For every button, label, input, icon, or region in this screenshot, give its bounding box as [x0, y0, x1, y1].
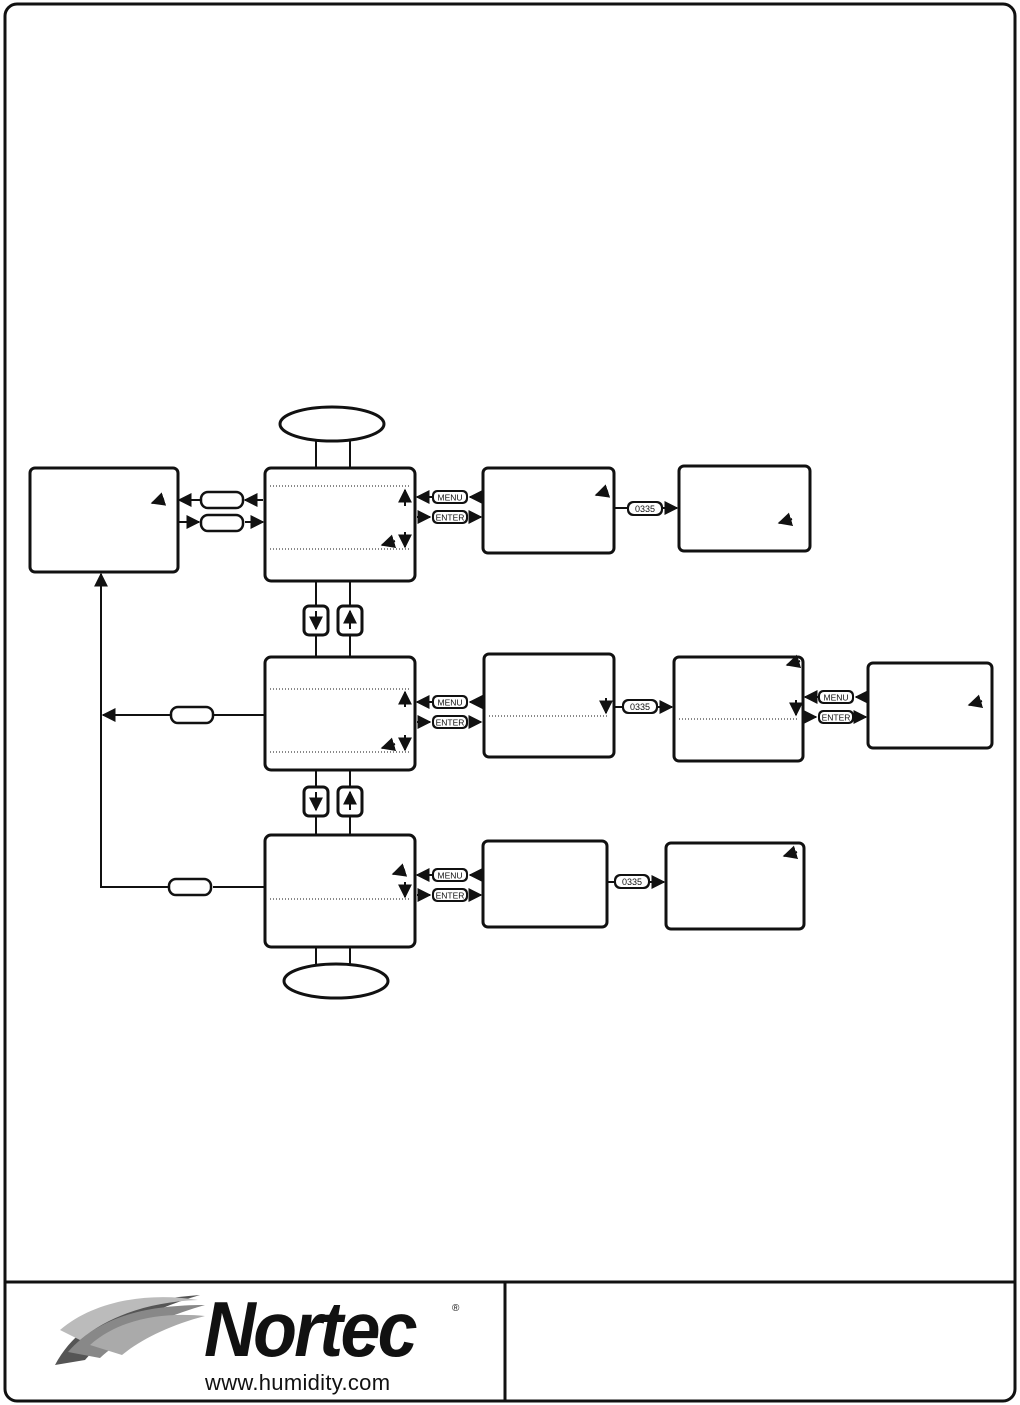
brand-name: Nortec — [204, 1285, 418, 1373]
menu-button-label: MENU — [437, 871, 462, 881]
page-border — [3, 2, 1017, 1403]
main-screen-1 — [263, 466, 417, 583]
sub-screen-2a — [482, 652, 616, 759]
start-terminal — [278, 405, 386, 443]
main-screen-2 — [263, 655, 417, 772]
sub-screen-3b — [664, 841, 806, 931]
sub-screen-2c — [866, 661, 994, 750]
left-arrow-icon — [380, 737, 397, 751]
enter-button-label: ENTER — [436, 891, 465, 901]
enter-button-label: ENTER — [822, 713, 851, 723]
enter-button-label: ENTER — [436, 718, 465, 728]
left-arrow-icon — [782, 845, 799, 859]
website-link[interactable]: www.humidity.com — [205, 1370, 391, 1395]
sub-screen-3a — [481, 839, 609, 929]
blank-key-button[interactable] — [199, 513, 245, 533]
left-arrow-icon — [777, 512, 794, 526]
main-screen-3 — [263, 833, 417, 949]
left-arrow-icon — [391, 863, 408, 877]
arrow-connector — [94, 572, 169, 888]
sub-screen-2b — [672, 655, 805, 763]
left-arrow-icon — [785, 654, 802, 668]
registered-mark: ® — [452, 1303, 460, 1314]
blank-key-button[interactable] — [167, 877, 213, 897]
menu-button-label: MENU — [823, 693, 848, 703]
password-button-label: 0335 — [622, 877, 642, 887]
left-arrow-icon — [150, 492, 167, 506]
menu-button-label: MENU — [437, 493, 462, 503]
sub-screen-1b — [677, 464, 812, 553]
left-arrow-icon — [380, 534, 397, 548]
end-terminal — [282, 962, 390, 1000]
enter-button-label: ENTER — [436, 513, 465, 523]
sub-screen-1a — [481, 466, 616, 555]
blank-key-button[interactable] — [199, 490, 245, 510]
menu-button-label: MENU — [437, 698, 462, 708]
password-button-label: 0335 — [630, 702, 650, 712]
left-screen — [28, 466, 180, 574]
left-arrow-icon — [967, 694, 984, 708]
blank-key-button[interactable] — [169, 705, 215, 725]
left-arrow-icon — [594, 484, 611, 498]
password-button-label: 0335 — [635, 504, 655, 514]
nortec-logo-icon — [55, 1295, 205, 1365]
